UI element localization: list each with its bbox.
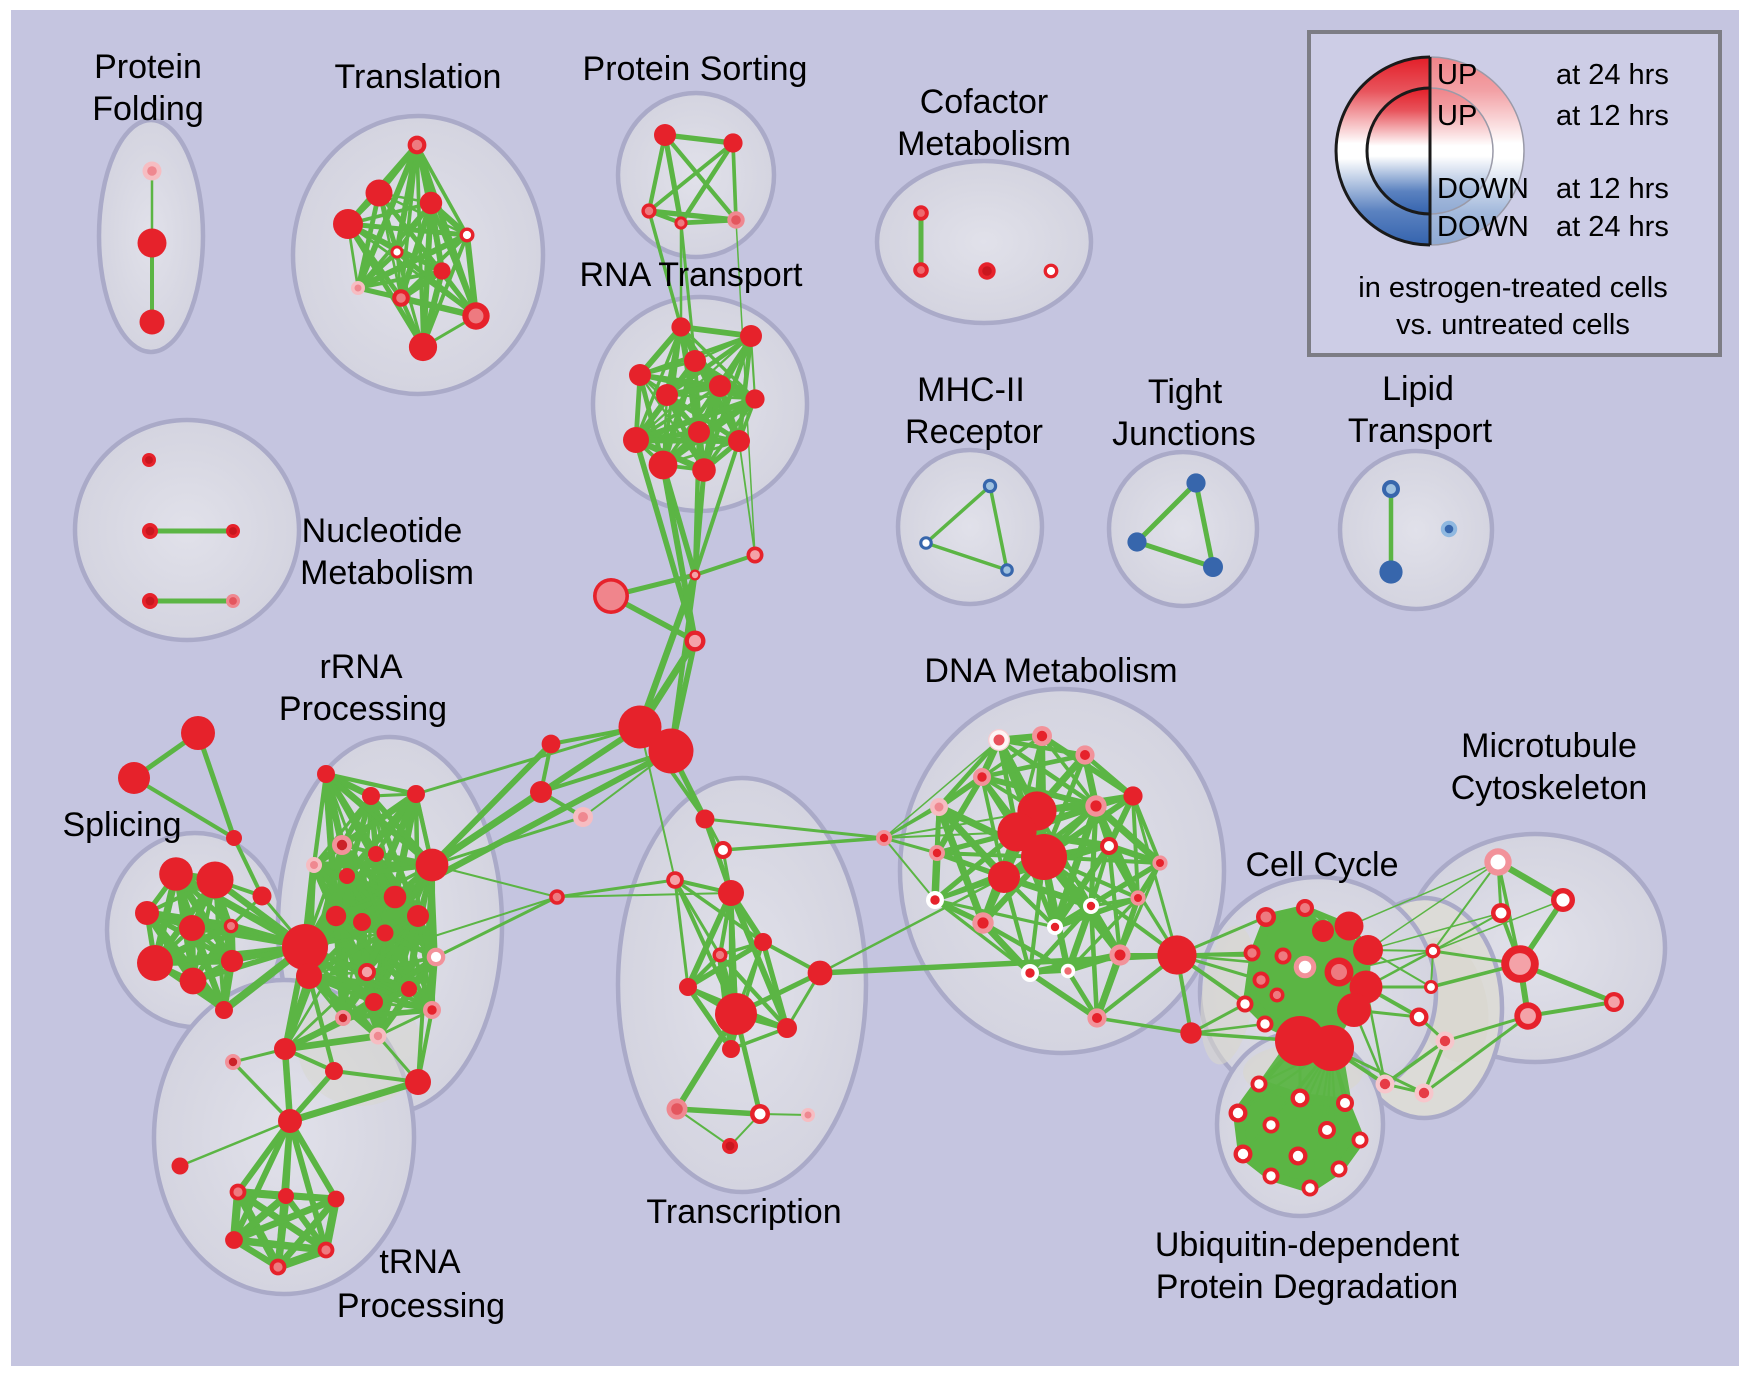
svg-text:DOWN: DOWN	[1437, 211, 1529, 243]
svg-text:MHC-II: MHC-II	[917, 371, 1025, 409]
svg-text:Protein Degradation: Protein Degradation	[1156, 1268, 1458, 1306]
svg-text:at 24 hrs: at 24 hrs	[1556, 59, 1669, 91]
svg-text:UP: UP	[1437, 100, 1477, 132]
svg-text:Processing: Processing	[337, 1287, 505, 1325]
svg-text:Ubiquitin-dependent: Ubiquitin-dependent	[1155, 1226, 1460, 1264]
svg-text:Junctions: Junctions	[1112, 415, 1256, 453]
svg-text:Metabolism: Metabolism	[300, 554, 474, 592]
svg-text:Microtubule: Microtubule	[1461, 727, 1637, 765]
svg-text:Protein: Protein	[94, 48, 202, 86]
svg-text:vs. untreated cells: vs. untreated cells	[1396, 309, 1630, 341]
svg-text:Receptor: Receptor	[905, 413, 1043, 451]
svg-text:Folding: Folding	[92, 90, 204, 128]
svg-text:rRNA: rRNA	[319, 648, 402, 686]
svg-text:Transport: Transport	[1348, 412, 1493, 450]
svg-text:Translation: Translation	[335, 58, 502, 96]
svg-text:Lipid: Lipid	[1382, 370, 1454, 408]
svg-text:Transcription: Transcription	[646, 1193, 841, 1231]
svg-text:at 24 hrs: at 24 hrs	[1556, 211, 1669, 243]
svg-text:Cytoskeleton: Cytoskeleton	[1451, 769, 1648, 807]
svg-text:Tight: Tight	[1148, 373, 1223, 411]
svg-text:Protein Sorting: Protein Sorting	[583, 50, 808, 88]
svg-text:DNA Metabolism: DNA Metabolism	[924, 652, 1177, 690]
svg-text:Splicing: Splicing	[62, 806, 181, 844]
svg-text:UP: UP	[1437, 59, 1477, 91]
svg-text:Cofactor: Cofactor	[920, 83, 1049, 121]
svg-text:at 12 hrs: at 12 hrs	[1556, 100, 1669, 132]
svg-text:tRNA: tRNA	[379, 1243, 461, 1281]
svg-text:RNA Transport: RNA Transport	[580, 256, 804, 294]
svg-text:Metabolism: Metabolism	[897, 125, 1071, 163]
svg-text:DOWN: DOWN	[1437, 173, 1529, 205]
svg-text:at 12 hrs: at 12 hrs	[1556, 173, 1669, 205]
svg-text:in estrogen-treated cells: in estrogen-treated cells	[1358, 272, 1668, 304]
svg-text:Nucleotide: Nucleotide	[302, 512, 463, 550]
svg-text:Processing: Processing	[279, 690, 447, 728]
svg-text:Cell Cycle: Cell Cycle	[1245, 846, 1398, 884]
